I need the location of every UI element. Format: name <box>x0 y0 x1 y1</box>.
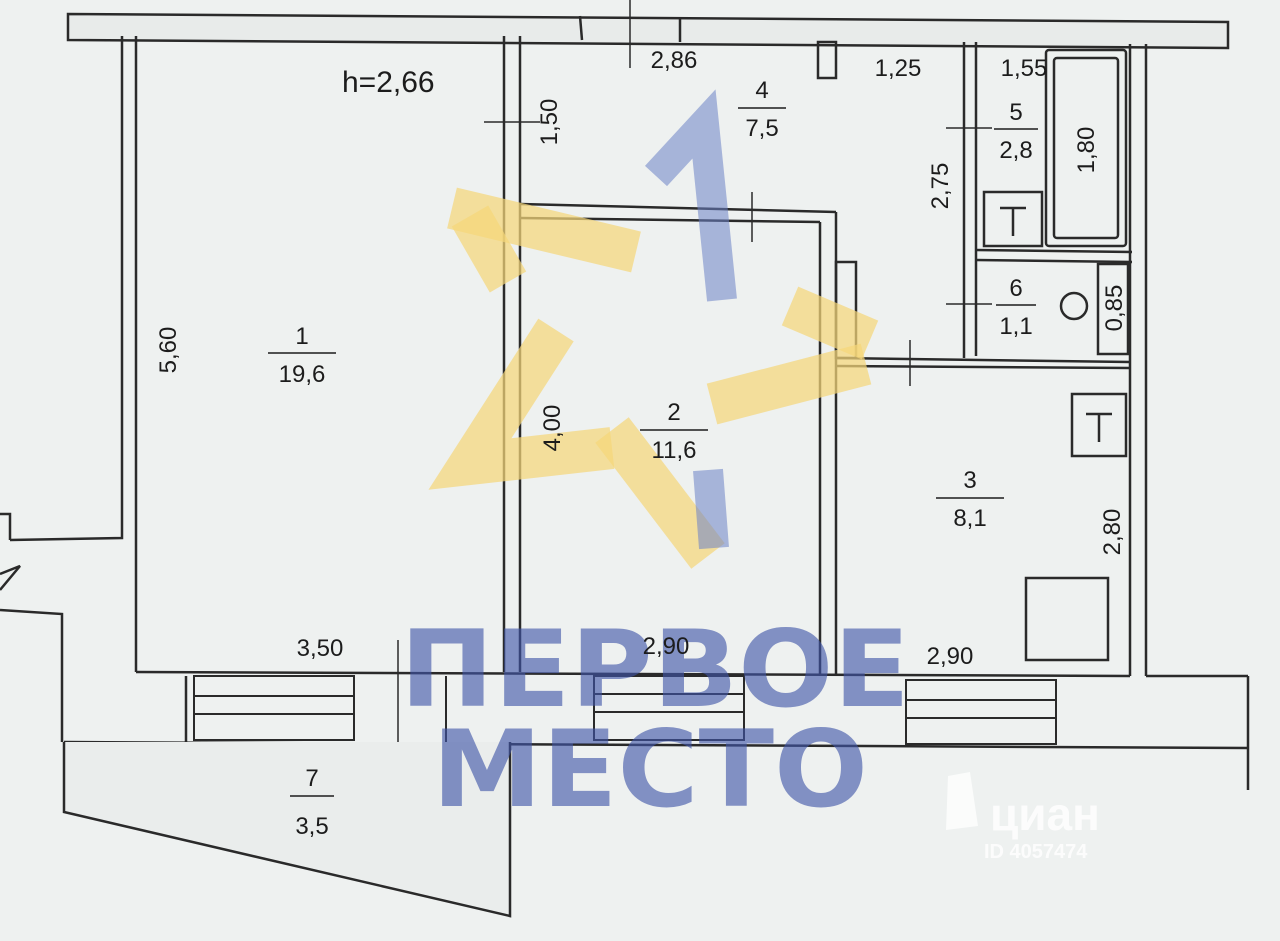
top-wall <box>66 12 1230 50</box>
room-1-number: 1 <box>295 323 308 350</box>
logo-watermark-yellow <box>428 187 879 569</box>
room-3-area: 8,1 <box>953 505 986 532</box>
walls <box>0 0 1250 918</box>
bathtub-inner <box>1052 56 1120 240</box>
room-5-area: 2,8 <box>999 137 1032 164</box>
left-wall <box>9 36 138 672</box>
room-2-area: 11,6 <box>652 437 697 464</box>
bath-wc-wall <box>975 248 1133 264</box>
logo-stroke <box>644 89 737 302</box>
bathtub <box>1044 48 1128 248</box>
logo-stroke <box>781 286 879 360</box>
bath-sink-tap <box>1000 206 1026 236</box>
kitchen-sink <box>1070 392 1128 458</box>
room-6-number: 6 <box>1009 275 1022 302</box>
windows <box>193 640 1057 790</box>
dim-top-bath-width: 1,55 <box>1001 55 1048 82</box>
room-5-number: 5 <box>1009 99 1022 126</box>
dim-room2-length: 4,00 <box>539 405 566 452</box>
logo-stroke <box>706 343 872 425</box>
room-7-area: 3,5 <box>295 813 328 840</box>
toilet-icon <box>1059 291 1089 321</box>
dim-top-hall-width: 2,86 <box>651 47 698 74</box>
dimension-labels: 2,86 1,25 1,55 3,50 2,90 2,90 1,50 2,75 … <box>155 47 1128 670</box>
window-room1 <box>193 675 355 741</box>
logo-watermark-blue <box>644 89 737 550</box>
dim-hall-depth: 1,50 <box>536 99 563 146</box>
right-wall <box>1128 44 1148 676</box>
room-6-area: 1,1 <box>999 313 1032 340</box>
cian-id: ID 4057474 <box>984 841 1088 863</box>
entrance-wall <box>0 512 64 742</box>
room-2-number: 2 <box>667 399 680 426</box>
window-kitchen <box>905 679 1057 745</box>
kitchen-stove <box>1024 576 1110 662</box>
dim-tub-length: 1,80 <box>1073 127 1100 174</box>
dim-room1-length: 5,60 <box>155 327 182 374</box>
room-7-number: 7 <box>305 765 318 792</box>
dim-kitchen-length: 2,80 <box>1099 509 1126 556</box>
cian-brand: циан <box>990 788 1100 840</box>
dim-top-wc-width: 1,25 <box>875 55 922 82</box>
cian-logo-icon <box>946 772 978 830</box>
bath-sink <box>982 190 1044 248</box>
dim-bath-height: 2,75 <box>927 163 954 210</box>
watermark-line1: ПЕРВОЕ <box>400 608 910 731</box>
watermark-line2: МЕСТО <box>432 708 868 831</box>
kitchen-tap <box>1086 412 1112 442</box>
vent-shaft <box>816 40 838 80</box>
dim-kitchen-width: 2,90 <box>927 643 974 670</box>
dim-room1-width: 3,50 <box>297 635 344 662</box>
wc-cabinet <box>1096 262 1130 356</box>
top-wall-tick <box>578 15 584 41</box>
balcony-outline <box>62 742 512 918</box>
window-room2 <box>593 675 745 741</box>
kitchen-top-wall <box>835 356 1131 370</box>
dim-room2-width: 2,90 <box>643 633 690 660</box>
cian-watermark: циан ID 4057474 <box>946 772 1100 863</box>
room-4-area: 7,5 <box>745 115 778 142</box>
logo-stroke <box>595 417 725 569</box>
room-4-number: 4 <box>755 77 768 104</box>
room-3-number: 3 <box>963 467 976 494</box>
ceiling-height: h=2,66 <box>342 66 435 99</box>
room1-bottom-wall <box>135 670 1131 678</box>
logo-stroke <box>451 205 527 293</box>
logo-stroke <box>693 468 729 550</box>
room-labels: h=2,66 1 19,6 2 11,6 3 8,1 4 7,5 5 2,8 6… <box>268 66 1038 840</box>
dim-wc-depth: 0,85 <box>1101 285 1128 332</box>
logo-stroke <box>428 318 615 490</box>
room-1-area: 19,6 <box>279 361 326 388</box>
